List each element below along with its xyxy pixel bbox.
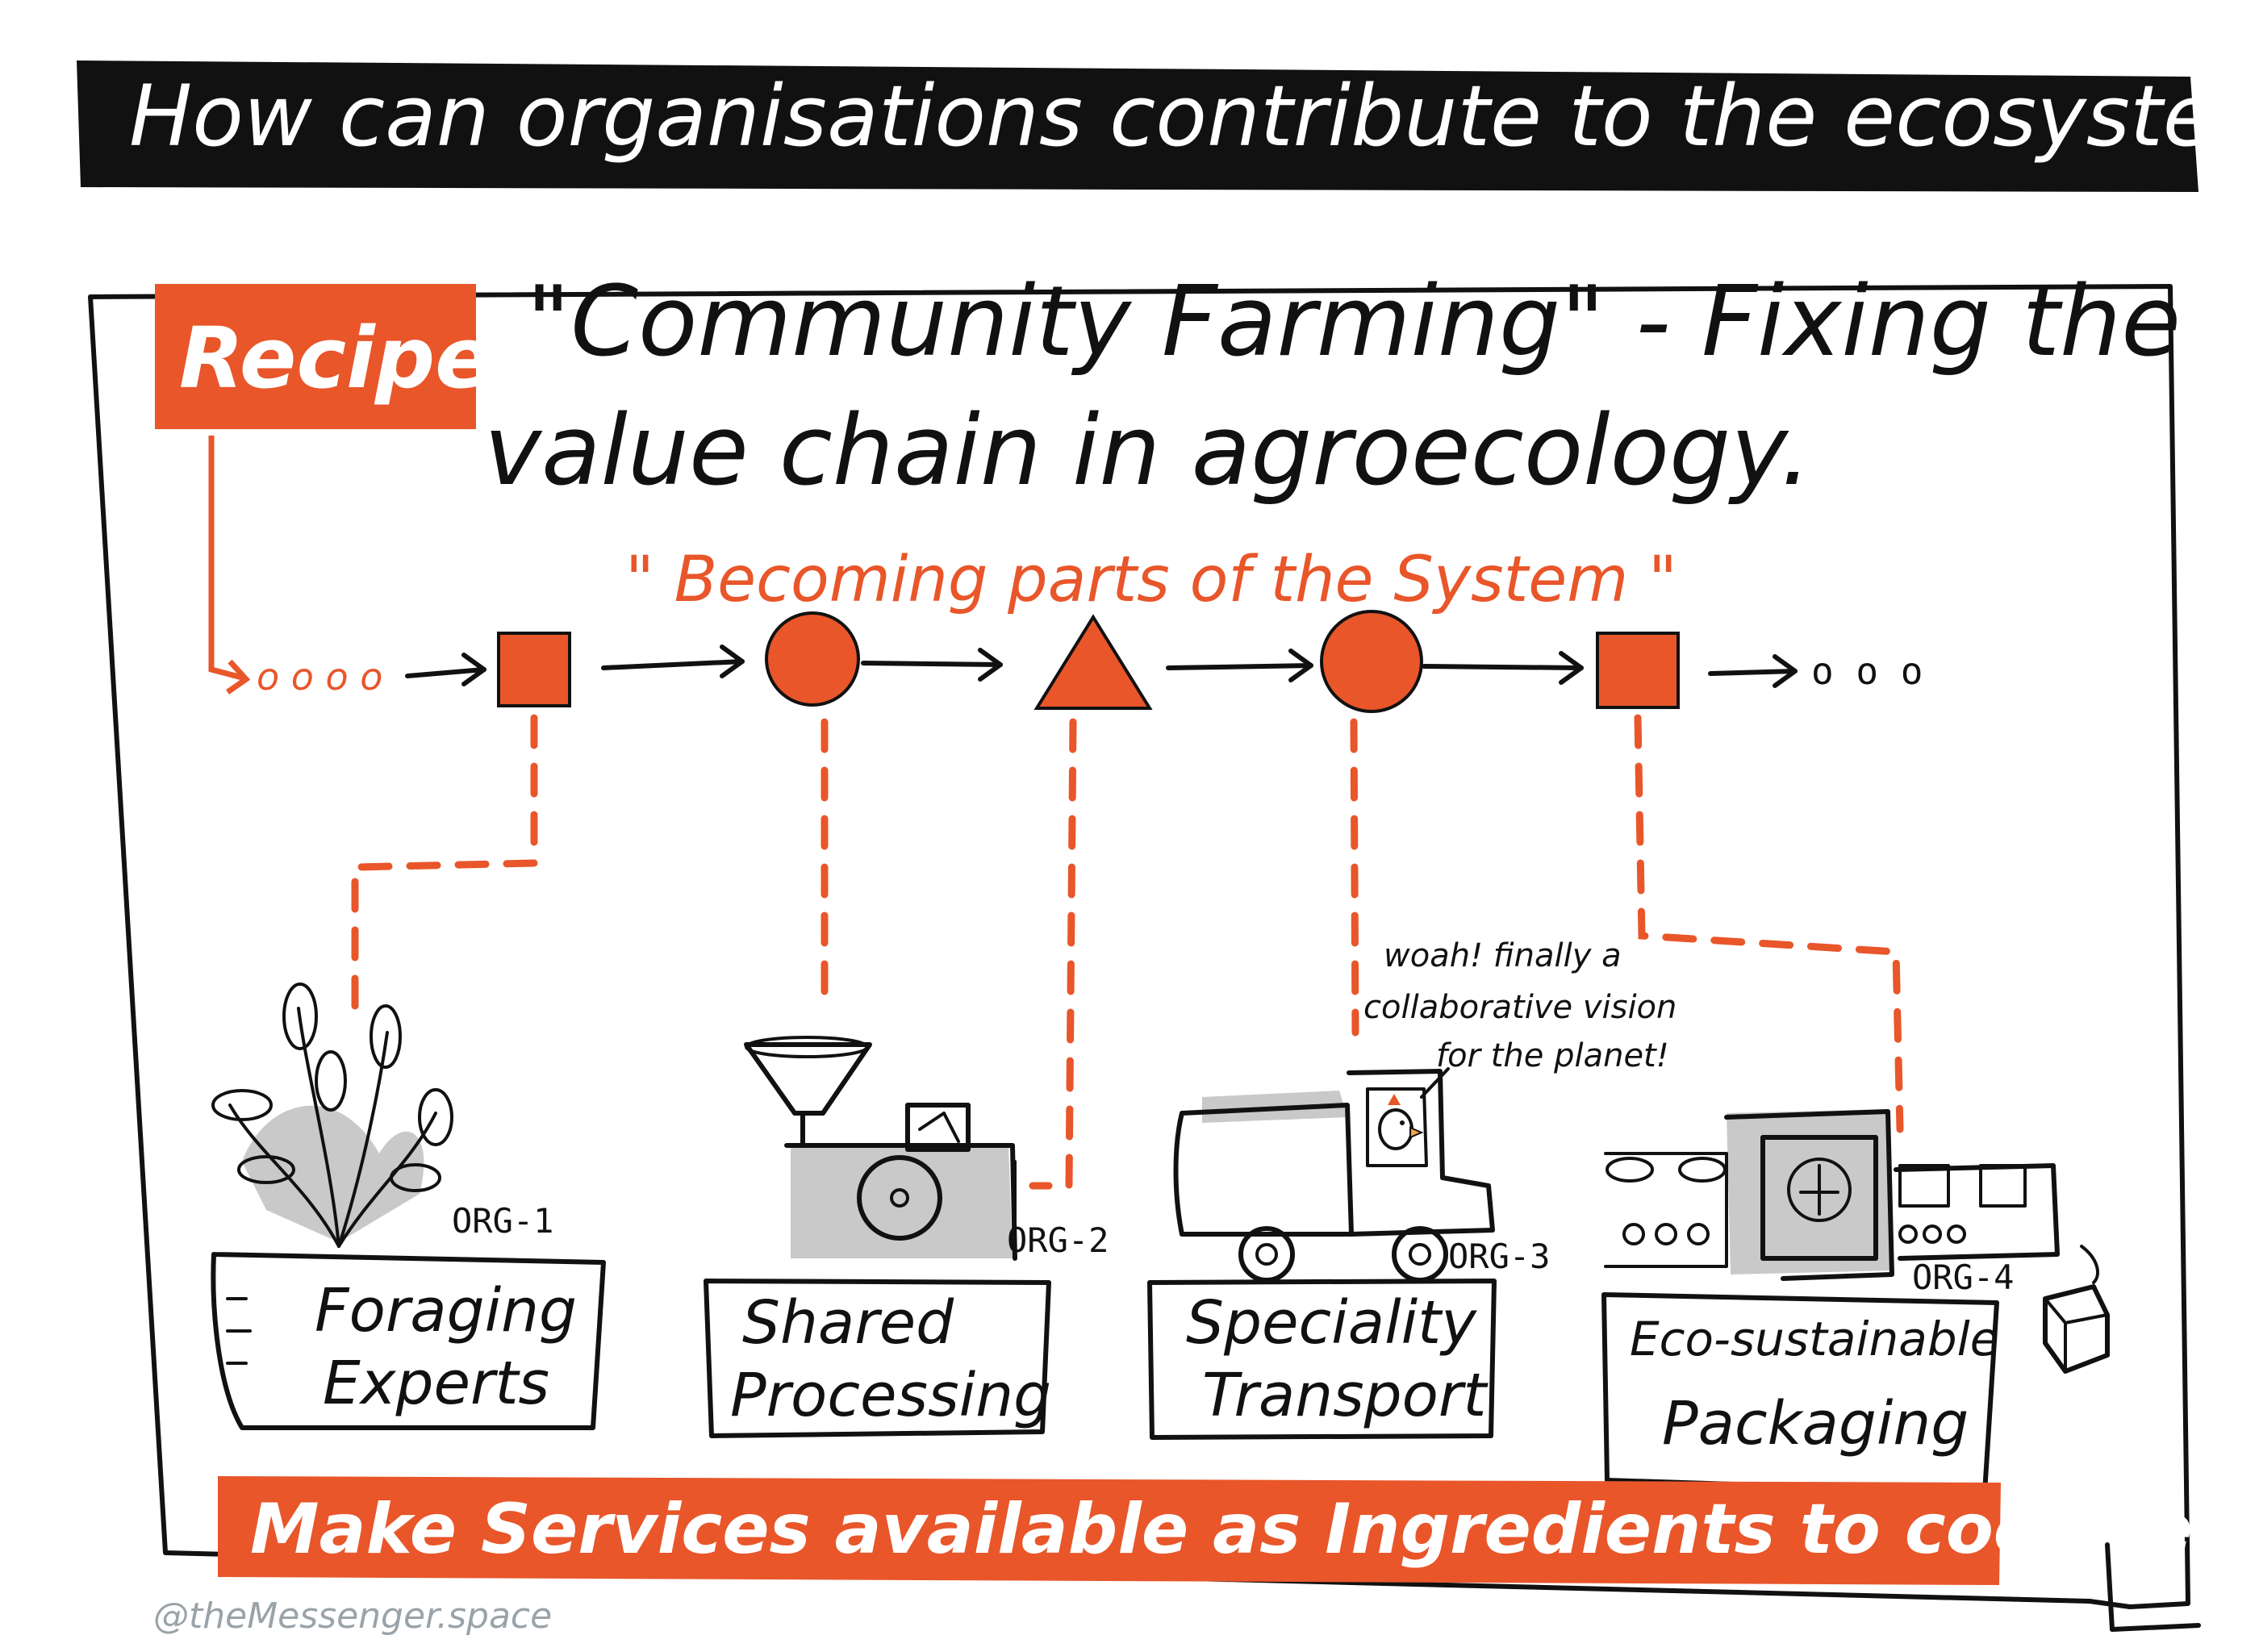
chain-arrow-3	[861, 661, 1003, 667]
station-processing-line2: Processing	[730, 1361, 1051, 1430]
org-label-4: ORG-4	[1912, 1258, 2014, 1297]
chain-arrowhead-1	[461, 653, 486, 686]
station-processing-box	[704, 1279, 1051, 1438]
tagline: " Becoming parts of the System "	[625, 544, 1677, 616]
station-foraging-line1: Foraging	[315, 1276, 577, 1345]
chain-node-square-2	[1596, 632, 1680, 709]
packaging-machine-icon	[1604, 1109, 2060, 1281]
heading-line-1: "Community Farming" - Fixing the	[526, 266, 2181, 378]
station-processing-line1: Shared	[742, 1288, 954, 1358]
station-packaging-line1: Eco-sustainable	[1630, 1312, 1998, 1366]
station-foraging: ORG-1 Foraging Experts	[211, 982, 606, 1430]
chain-arrowhead-3	[978, 648, 1003, 682]
chain-arrowhead-2	[720, 645, 745, 678]
recipe-connector-arrowhead	[226, 659, 251, 695]
chain-node-square-1	[497, 632, 571, 707]
heading-line-2: value chain in agroecology.	[484, 395, 1811, 507]
chain-arrow-6	[1708, 669, 1798, 676]
delivery-truck-icon	[1173, 1069, 1495, 1283]
connector-packaging	[1634, 714, 1904, 1133]
value-chain: o o o o o o o	[257, 610, 1923, 713]
station-processing: ORG-2 Shared Processing	[704, 1036, 1109, 1438]
chicken-driver-icon	[1378, 1094, 1424, 1150]
connector-transport	[1350, 718, 1359, 1037]
station-transport: woah! finally a collaborative vision for…	[1147, 937, 1677, 1440]
banner-text: Make Services available as Ingredients t…	[250, 1489, 2259, 1570]
chain-node-circle-2	[1320, 610, 1423, 713]
chain-arrowhead-4	[1288, 649, 1313, 682]
station-foraging-box	[211, 1252, 606, 1430]
grinder-machine-icon	[744, 1036, 1017, 1261]
chain-arrow-4	[1166, 663, 1313, 670]
chain-end-dots: o o o	[1811, 649, 1923, 693]
chain-start-dots: o o o o	[257, 655, 382, 699]
chain-arrow-1	[405, 667, 486, 678]
station-packaging-line2: Packaging	[1662, 1389, 1969, 1458]
station-packaging: ORG-4 Eco-sustainable Packaging	[1601, 1109, 2110, 1495]
chain-arrow-5	[1422, 664, 1584, 670]
title-bar: How can organisations contribute to the …	[77, 60, 2259, 192]
org-label-2: ORG-2	[1007, 1220, 1109, 1260]
recipe-label: Recipe :	[179, 309, 555, 407]
chain-arrow-2	[601, 659, 745, 670]
plant-icon	[211, 982, 453, 1248]
connector-triangle	[1029, 718, 1077, 1190]
station-transport-line2: Transport	[1202, 1361, 1489, 1430]
chain-node-circle-1	[765, 611, 860, 707]
station-transport-box	[1147, 1279, 1497, 1440]
chain-node-triangle	[1033, 614, 1153, 710]
credit-handle: @theMessenger.space	[153, 1596, 552, 1637]
org-label-3: ORG-3	[1448, 1237, 1550, 1276]
dashed-connectors	[351, 714, 1904, 1190]
recipe-badge: Recipe :	[155, 284, 555, 429]
speech-pointer	[1420, 1067, 1450, 1099]
chain-arrowhead-5	[1559, 651, 1584, 685]
bottom-banner: Make Services available as Ingredients t…	[218, 1476, 2259, 1585]
station-foraging-line2: Experts	[323, 1349, 549, 1418]
box-icon	[2043, 1245, 2110, 1374]
station-transport-line1: Speciality	[1186, 1288, 1477, 1358]
connector-foraging	[351, 714, 538, 1016]
chain-arrowhead-6	[1773, 654, 1798, 688]
org-label-1: ORG-1	[452, 1201, 553, 1241]
speech-line-2: collaborative vision	[1363, 989, 1677, 1026]
page-title: How can organisations contribute to the …	[129, 67, 2259, 165]
speech-line-1: woah! finally a	[1384, 937, 1622, 974]
speech-line-3: for the planet!	[1436, 1037, 1669, 1074]
recipe-connector-arrow	[208, 436, 243, 681]
